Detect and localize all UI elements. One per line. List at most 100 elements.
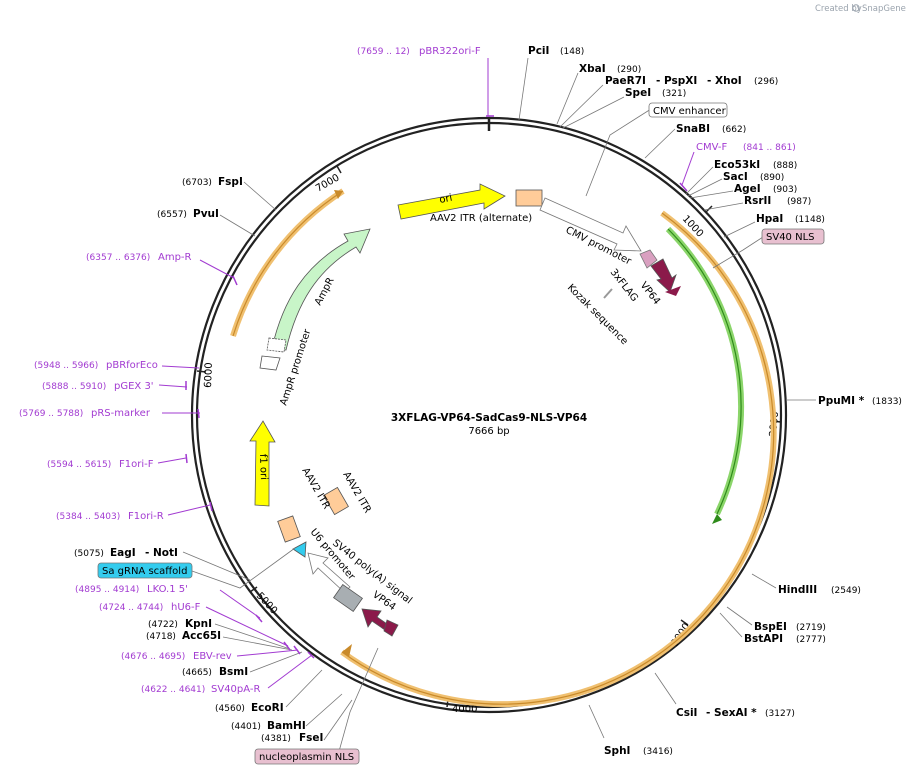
bspei-leader [726, 606, 753, 626]
vp64-top-arrow [650, 258, 677, 293]
csii-label: CsiI [676, 707, 697, 719]
hu6f-pos: (4724 .. 4744) [99, 603, 163, 613]
hpai-leader [723, 221, 756, 238]
cas9-green-arrowhead [712, 514, 722, 524]
snapgene-brand: SnapGene [862, 4, 906, 14]
cas9-green-band-line [667, 228, 742, 515]
pspxi-label: - PspXI [656, 75, 697, 87]
xhoi-label: - XhoI [707, 75, 742, 87]
ppumi-pos: (1833) [872, 397, 902, 407]
hu6f-label: hU6-F [171, 602, 201, 613]
f1orif-pos: (5594 .. 5615) [47, 460, 111, 470]
pcii-label: PciI [528, 45, 549, 57]
agei-label: AgeI [734, 183, 761, 195]
backbone-orange-arrowhead [334, 190, 343, 199]
pcii-pos: (148) [560, 47, 584, 57]
fsei-label: FseI [299, 732, 323, 744]
cmvf-pos: (841 .. 861) [743, 143, 796, 153]
sagrna-label: Sa gRNA scaffold [102, 566, 187, 577]
threexflag-label: 3xFLAG [608, 267, 640, 304]
eco53ki-leader [685, 166, 714, 195]
tick-4000: 4000 [452, 704, 477, 715]
plasmid-length: 7666 bp [468, 426, 509, 437]
f1orir-leader [167, 504, 211, 516]
eagi-leader [182, 551, 251, 581]
nucleoplasmin-leader [337, 647, 379, 756]
ebvrev-leader [236, 649, 299, 657]
ampr-primer-pos: (6357 .. 6376) [86, 253, 150, 263]
cas9-green-band [665, 226, 745, 516]
saci-leader [687, 178, 723, 197]
prs-pos: (5769 .. 5788) [19, 409, 83, 419]
bstapi-leader [719, 612, 743, 638]
threexflag-box [639, 249, 658, 269]
backbone-orange-band-line [232, 190, 344, 337]
eco53ki-label: Eco53kI [714, 159, 760, 171]
aav2-itr-alternate-box [515, 189, 543, 207]
kpni-pos: (4722) [148, 620, 178, 630]
paer7i-leader [559, 84, 604, 128]
kpni-label: KpnI [185, 618, 212, 630]
ampr-promoter-arrow [259, 355, 281, 371]
position-ticks [196, 165, 782, 708]
pbrforeco-pos: (5948 .. 5966) [34, 361, 98, 371]
aav2-itr-box-a [277, 515, 301, 543]
aav2-itr-alternate-label: AAV2 ITR (alternate) [430, 213, 532, 224]
cmv-enhancer-label: CMV enhancer [653, 106, 727, 117]
fspi-leader [243, 181, 277, 211]
cmvf-leader [681, 151, 695, 186]
ampr-promoter-box [266, 337, 287, 353]
xbai-label: XbaI [579, 63, 606, 75]
sa-grna-scaffold-mark [292, 541, 307, 558]
lko15-pos: (4895 .. 4914) [75, 585, 139, 595]
hindiii-pos: (2549) [831, 586, 861, 596]
ampr-primer-leader [199, 259, 235, 279]
ampr-primer-mark [232, 275, 238, 286]
ampr-arrow [271, 228, 371, 351]
bsmi-label: BsmI [219, 666, 248, 678]
bamhi-label: BamHI [267, 720, 306, 732]
spei-leader [562, 96, 625, 129]
xhoi-pos: (296) [754, 77, 778, 87]
cmv-promoter-arrow [539, 197, 642, 252]
sv40-polya-box [333, 584, 363, 612]
pvui-label: PvuI [193, 208, 219, 220]
fspi-label: FspI [218, 176, 243, 188]
pgex-pos: (5888 .. 5910) [42, 382, 106, 392]
ampr-primer-label: Amp-R [158, 252, 192, 263]
xbai-leader [556, 72, 579, 125]
vp64-top-label: VP64 [638, 280, 662, 307]
pbr322-pos: (7659 .. 12) [357, 47, 410, 57]
ebvrev-label: EBV-rev [193, 651, 232, 662]
sadcas9-band-arrowhead [342, 644, 352, 657]
aav2-itr-box-b [323, 486, 349, 516]
hu6f-primer-mark [283, 641, 291, 651]
sadcas9-band-line [341, 212, 775, 705]
tick-6000: 6000 [203, 362, 215, 388]
spei-label: SpeI [625, 87, 651, 99]
plasmid-name: 3XFLAG-VP64-SadCas9-NLS-VP64 [391, 412, 587, 424]
eagi-pos: (5075) [74, 549, 104, 559]
sv40nls-tag [761, 228, 825, 245]
hpai-pos: (1148) [795, 215, 825, 225]
bsmi-pos: (4665) [182, 668, 212, 678]
fspi-pos: (6703) [182, 178, 212, 188]
csii-leader [654, 672, 677, 705]
sv40par-primer-mark [307, 651, 315, 659]
kpni-leader [214, 623, 291, 650]
pvui-pos: (6557) [157, 210, 187, 220]
f1-ori-arrow [249, 420, 276, 507]
bsmi-leader [249, 651, 303, 673]
f1-ori-label: f1 ori [257, 454, 269, 480]
pgex-label: pGEX 3' [114, 381, 154, 392]
kozak-label: Kozak sequence [565, 282, 630, 347]
bamhi-leader [305, 693, 343, 727]
bspei-pos: (2719) [796, 623, 826, 633]
sv40par-pos: (4622 .. 4641) [141, 685, 205, 695]
pcii-leader [518, 57, 529, 121]
pbrforeco-leader [161, 365, 200, 369]
f1orif-label: F1ori-F [119, 459, 154, 470]
bstapi-pos: (2777) [796, 635, 826, 645]
snabi-leader [644, 128, 676, 159]
f1orir-primer-mark [209, 501, 213, 512]
